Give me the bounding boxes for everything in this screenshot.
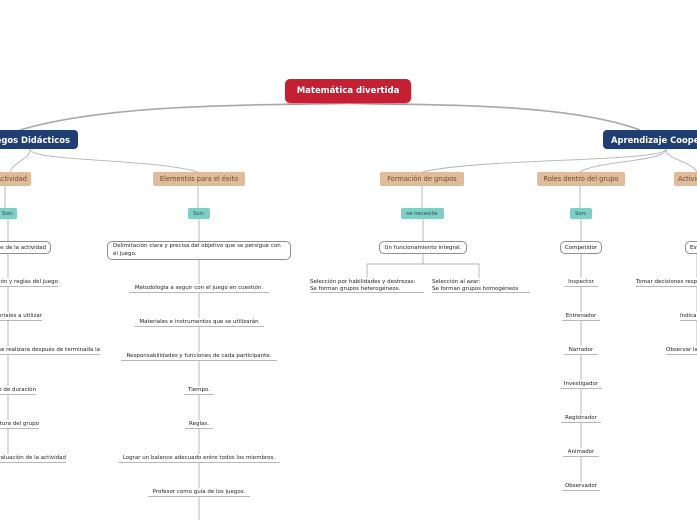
roles-item[interactable]: Observador: [562, 482, 600, 491]
grupos-item[interactable]: Selección al azar: Se forman grupos homo…: [432, 279, 530, 293]
roles-item[interactable]: Competidor: [560, 241, 602, 254]
roles-item[interactable]: Investigador: [560, 380, 602, 389]
roles-item[interactable]: Registrador: [561, 414, 601, 423]
exito-item[interactable]: Delimitación clara y precisa del objetiv…: [107, 241, 291, 260]
branch-juegos-didacticos[interactable]: Juegos Didácticos: [0, 130, 78, 149]
actividad-item[interactable]: Lo que se realizara después de terminada…: [0, 346, 100, 355]
exito-item[interactable]: Reglas.: [185, 420, 213, 429]
actividades-item[interactable]: Estructurar: [685, 241, 697, 254]
tag-son-actividad[interactable]: Son:: [0, 208, 17, 219]
exito-item[interactable]: Profesor como guía de los juegos.: [148, 488, 250, 497]
actividades-item[interactable]: Tomar decisiones respecto: [636, 278, 697, 287]
roles-item[interactable]: Entrenador: [562, 312, 600, 321]
tag-son-exito[interactable]: Son:: [188, 208, 210, 219]
actividades-item[interactable]: Indicar: [680, 312, 697, 321]
category-actividades[interactable]: Actividades: [674, 172, 697, 186]
roles-item[interactable]: Animador: [563, 448, 599, 457]
exito-item[interactable]: Metodología a seguir con el juego en cue…: [129, 284, 269, 293]
category-actividad[interactable]: Actividad: [0, 172, 31, 186]
exito-item[interactable]: Responsabilidades y funciones de cada pa…: [121, 352, 277, 361]
actividad-item[interactable]: Tiempo de duración: [0, 386, 36, 395]
grupos-item[interactable]: Un funcionamiento integral.: [379, 241, 467, 254]
grupos-item[interactable]: Selección por habilidades y destrezas: S…: [310, 279, 424, 293]
tag-se-necesita[interactable]: se necesita:: [401, 208, 444, 219]
actividad-item[interactable]: Descripción y reglas del juego: [0, 278, 58, 287]
tag-son-roles[interactable]: Son:: [570, 208, 592, 219]
actividades-item[interactable]: Observar la: [666, 346, 697, 355]
actividad-item[interactable]: Objetivos de la actividad: [0, 241, 51, 254]
roles-item[interactable]: Inspector: [564, 278, 598, 287]
roles-item[interactable]: Narrador: [564, 346, 598, 355]
root-topic[interactable]: Matemática divertida: [285, 79, 411, 103]
actividad-item[interactable]: Evaluación de la actividad: [0, 454, 66, 463]
category-roles-grupo[interactable]: Roles dentro del grupo: [537, 172, 625, 186]
exito-item[interactable]: Materiales e instrumentos que se utiliza…: [134, 318, 264, 327]
branch-aprendizaje-cooperativo[interactable]: Aprendizaje Cooperativo: [603, 130, 697, 149]
exito-item[interactable]: Lograr un balance adecuado entre todos l…: [118, 454, 280, 463]
actividad-item[interactable]: Estructura del grupo: [0, 420, 39, 429]
actividad-item[interactable]: Materiales a utilizar: [0, 312, 42, 321]
exito-item[interactable]: Tiempo.: [184, 386, 214, 395]
category-formacion-grupos[interactable]: Formación de grupos: [380, 172, 464, 186]
category-elementos-exito[interactable]: Elementos para el éxito: [153, 172, 245, 186]
